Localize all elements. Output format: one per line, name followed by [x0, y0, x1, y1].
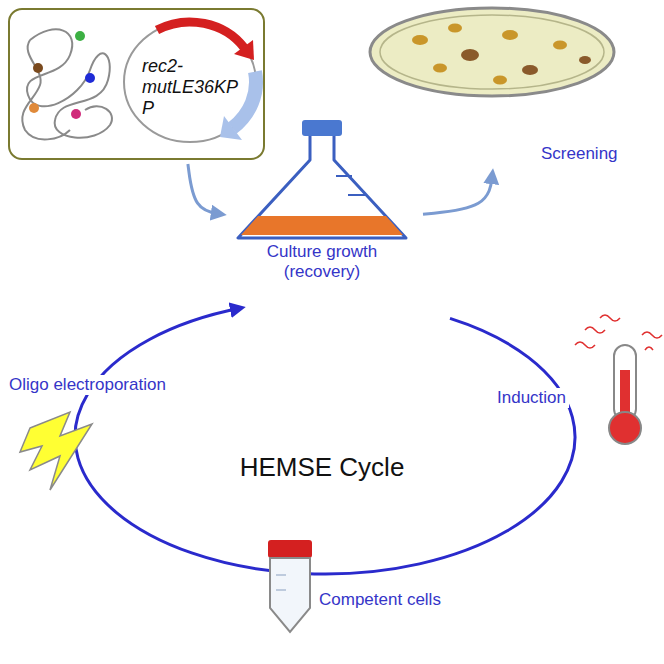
flask-stopper [302, 120, 342, 136]
mutation-dot [71, 109, 81, 119]
mutation-dot [33, 63, 43, 73]
mutation-dot [75, 31, 85, 41]
petri-rim [380, 15, 604, 89]
mutation-dot [29, 103, 39, 113]
lightning-icon [20, 412, 92, 490]
node-label: Screening [541, 144, 620, 164]
flow-arrow [423, 173, 493, 214]
flask-mark [348, 194, 366, 196]
plasmid-ring [124, 22, 256, 142]
step-label: Oligo electroporation [6, 375, 169, 395]
culture-flask: Culture growth (recovery) [225, 118, 420, 303]
genome-strand [22, 29, 112, 139]
screening-plate: Screening [365, 4, 620, 170]
cell-with-plasmid: rec2-mutLE36KPP [8, 8, 265, 160]
thermometer-icon [575, 315, 662, 444]
gene-arrow-red-head [234, 40, 254, 60]
cycle-ring [75, 308, 575, 574]
node-label: rec2-mutLE36KPP [142, 56, 246, 119]
petri-dish [370, 8, 614, 96]
flask-liquid [241, 216, 403, 235]
node-label: Culture growth (recovery) [252, 242, 392, 282]
step-label: Competent cells [316, 590, 444, 610]
gene-arrow-red [157, 22, 244, 48]
flask-mark [336, 175, 352, 177]
colonies [412, 24, 591, 85]
gene-arrow-blue-head [220, 116, 242, 140]
flow-arrow [188, 164, 222, 214]
step-label: Induction [494, 388, 569, 408]
mutation-dot [85, 73, 95, 83]
tube-icon [268, 540, 312, 632]
cycle-title: HEMSE Cycle [237, 452, 408, 483]
